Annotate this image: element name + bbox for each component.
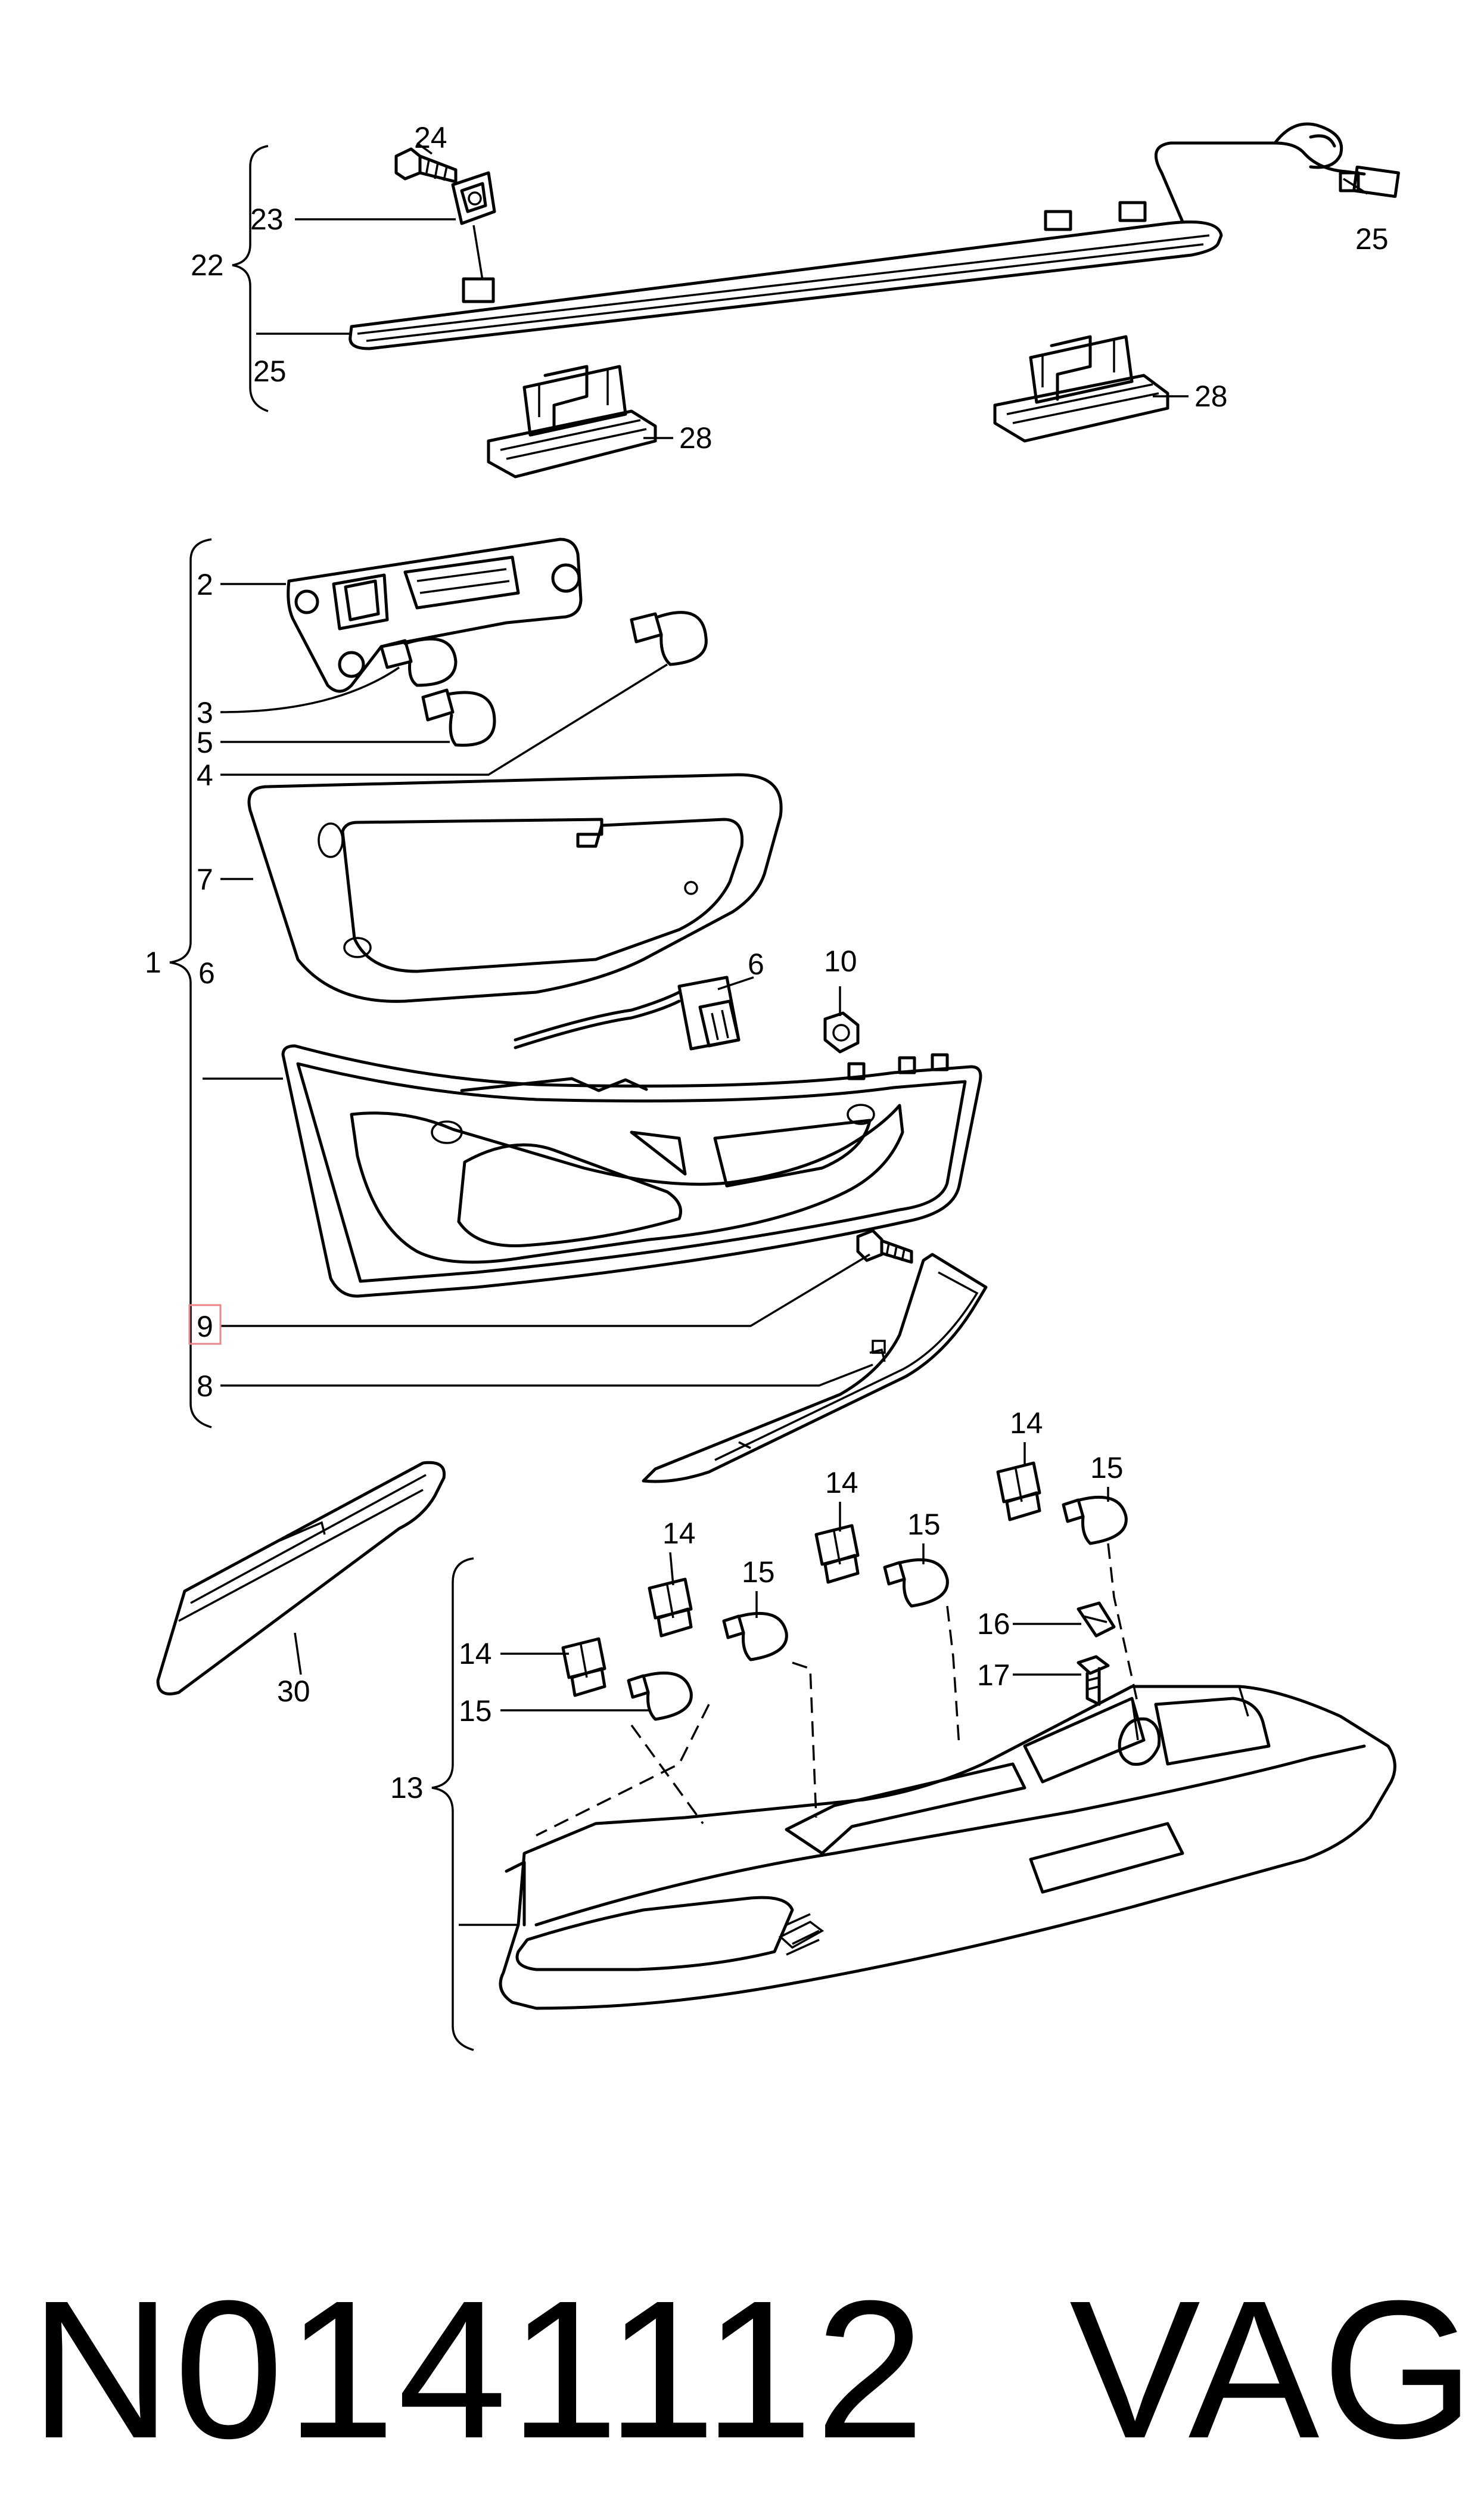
callout-15-d: 15: [1090, 1451, 1124, 1484]
bulb-15-c: [883, 1558, 949, 1608]
bulb-socket-14-a: [561, 1637, 606, 1697]
callout-30: 30: [277, 1675, 310, 1708]
callout-16: 16: [977, 1607, 1010, 1641]
bulb-socket-14-c: [814, 1524, 860, 1584]
bulb-socket-14-b: [648, 1577, 693, 1638]
callout-25-left: 25: [253, 355, 287, 388]
callout-15-b: 15: [742, 1555, 775, 1589]
side-reflector-30: [156, 1461, 446, 1695]
bulb-socket-14-d: [996, 1461, 1041, 1521]
tail-light-housing: [281, 1044, 982, 1298]
bulb-5: [421, 688, 496, 747]
callout-15-c: 15: [907, 1508, 941, 1541]
bulb-15-b: [722, 1611, 788, 1661]
callout-9: 9: [197, 1310, 213, 1343]
screw-17: [1077, 1655, 1110, 1706]
callout-14-a: 14: [459, 1637, 492, 1670]
high-mount-brake-light-bar: [349, 122, 1400, 350]
callout-14-d: 14: [1010, 1406, 1043, 1440]
bulb-holder-2: [287, 538, 583, 693]
trim-strip-8: [642, 1253, 988, 1483]
callout-1: 1: [145, 946, 161, 979]
speed-nut-16: [1077, 1601, 1116, 1638]
license-plate-light-right-28: [993, 335, 1169, 443]
callout-24: 24: [414, 121, 447, 154]
bumper-lamp-assembly: [499, 1685, 1396, 2010]
callout-6-left: 6: [198, 956, 215, 990]
callout-7: 7: [197, 863, 213, 896]
bulb-4: [630, 611, 708, 666]
wiring-harness-6: [514, 976, 741, 1051]
callout-4: 4: [197, 759, 213, 792]
license-plate-light-left-28: [487, 365, 657, 479]
bolt-24: [394, 147, 458, 184]
footer-part-number: N0141112: [30, 2259, 927, 2479]
callout-14-b: 14: [662, 1517, 696, 1550]
callout-23: 23: [250, 203, 284, 236]
callout-2: 2: [197, 568, 213, 601]
callout-14-c: 14: [825, 1466, 858, 1499]
callout-28-left: 28: [679, 421, 713, 455]
callout-13: 13: [390, 1771, 424, 1804]
callout-8: 8: [197, 1369, 213, 1403]
callout-22: 22: [191, 249, 224, 282]
callout-6-right: 6: [748, 948, 764, 981]
callout-15-a: 15: [459, 1694, 492, 1728]
gasket-7: [247, 773, 783, 1003]
bulb-15-a: [627, 1671, 693, 1721]
footer-brand: VAG: [1069, 2259, 1477, 2479]
bulb-15-d: [1062, 1495, 1128, 1545]
bulb-3: [379, 637, 458, 687]
callout-5: 5: [197, 726, 213, 759]
callout-10: 10: [824, 945, 857, 978]
callout-25-right: 25: [1355, 222, 1389, 256]
speed-nut-23: [451, 171, 496, 225]
highlight-box-part-9: [188, 1304, 222, 1345]
callout-3: 3: [197, 696, 213, 729]
nut-10: [823, 1011, 860, 1054]
callout-17: 17: [977, 1658, 1010, 1692]
callout-28-right: 28: [1194, 380, 1228, 413]
bolt-9: [856, 1229, 913, 1264]
